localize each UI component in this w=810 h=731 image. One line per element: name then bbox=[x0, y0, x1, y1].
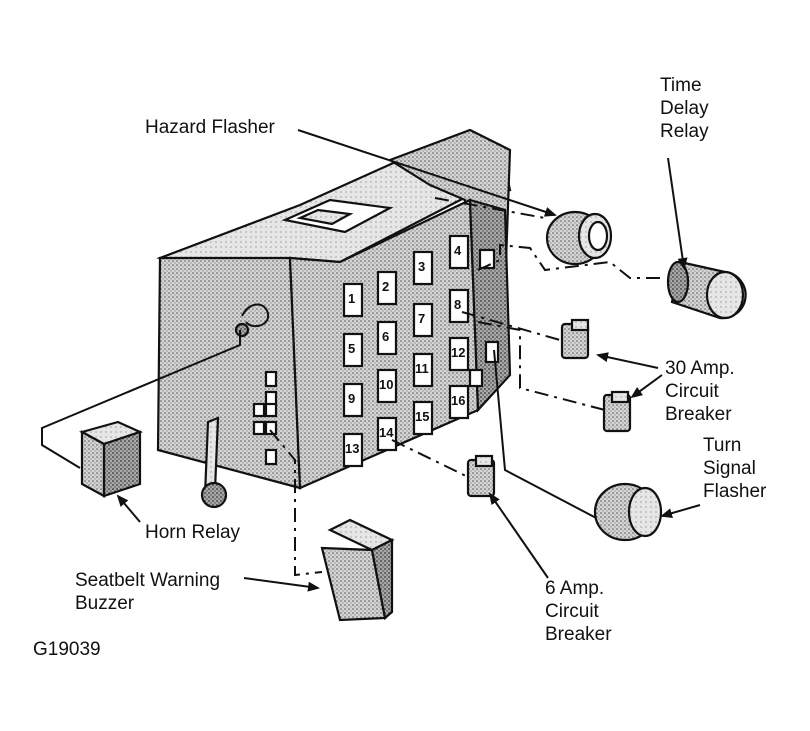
label-30-amp-3: Breaker bbox=[665, 404, 732, 425]
fuse-slot-1[interactable] bbox=[342, 282, 364, 318]
label-6-amp-1: 6 Amp. bbox=[545, 578, 604, 599]
30-amp-breaker-part-lower bbox=[602, 390, 632, 433]
fuse-slot-7[interactable] bbox=[412, 302, 434, 338]
fuse-number: 3 bbox=[418, 259, 425, 274]
fuse-number: 10 bbox=[379, 377, 393, 392]
turn-signal-flasher-part bbox=[593, 482, 663, 542]
fuse-slot-2[interactable] bbox=[376, 270, 398, 306]
arrow-30-amp-lower bbox=[630, 374, 663, 399]
fuse-slot-8[interactable] bbox=[448, 288, 470, 324]
fuse-number: 2 bbox=[382, 279, 389, 294]
label-turn-signal-2: Signal bbox=[703, 458, 756, 479]
label-time-delay-relay-2: Delay bbox=[660, 98, 709, 119]
label-30-amp-2: Circuit bbox=[665, 381, 720, 402]
arrow-seatbelt-buzzer bbox=[243, 577, 320, 592]
fuse-slot-12[interactable] bbox=[448, 336, 470, 372]
fuse-number: 16 bbox=[451, 393, 465, 408]
fuse-slot-4[interactable] bbox=[448, 234, 470, 270]
fuse-number: 6 bbox=[382, 329, 389, 344]
fuse-slot-13[interactable] bbox=[342, 432, 364, 468]
fuse-number: 14 bbox=[379, 425, 394, 440]
arrow-hazard-flasher bbox=[297, 129, 557, 217]
label-time-delay-relay-1: Time bbox=[660, 75, 702, 96]
hazard-flasher-part bbox=[545, 210, 613, 266]
arrow-30-amp-upper bbox=[596, 352, 659, 369]
labels: Hazard Flasher Time Delay Relay 30 Amp. … bbox=[33, 75, 767, 660]
arrow-6-amp bbox=[488, 492, 549, 579]
time-delay-relay-part bbox=[666, 260, 747, 320]
6-amp-breaker-part bbox=[466, 454, 496, 498]
arrow-time-delay-relay bbox=[667, 157, 688, 270]
fuse-slot-15[interactable] bbox=[412, 400, 434, 436]
leader-arrows bbox=[116, 129, 701, 592]
fuse-number: 13 bbox=[345, 441, 359, 456]
label-hazard-flasher: Hazard Flasher bbox=[145, 117, 276, 138]
wiring bbox=[41, 197, 660, 577]
fuse-number: 5 bbox=[348, 341, 355, 356]
label-6-amp-2: Circuit bbox=[545, 601, 600, 622]
fuse-number: 11 bbox=[415, 361, 429, 376]
arrow-turn-signal bbox=[660, 504, 701, 519]
label-30-amp-1: 30 Amp. bbox=[665, 358, 735, 379]
fuse-slot-16[interactable] bbox=[448, 384, 470, 420]
fuse-number: 15 bbox=[415, 409, 429, 424]
figure-id: G19039 bbox=[33, 639, 101, 660]
label-turn-signal-1: Turn bbox=[703, 435, 741, 456]
fuse-slot-5[interactable] bbox=[342, 332, 364, 368]
fuse-slot-9[interactable] bbox=[342, 382, 364, 418]
fuse-number: 1 bbox=[348, 291, 355, 306]
label-turn-signal-3: Flasher bbox=[703, 481, 767, 502]
fuse-number: 4 bbox=[454, 243, 462, 258]
fuse-number: 12 bbox=[451, 345, 465, 360]
fuse-slot-14[interactable] bbox=[376, 416, 398, 452]
horn-relay-part bbox=[79, 420, 144, 498]
arrow-horn-relay bbox=[116, 494, 141, 523]
fuse-number: 9 bbox=[348, 391, 355, 406]
30-amp-breaker-part-upper bbox=[560, 318, 590, 360]
fuse-slot-6[interactable] bbox=[376, 320, 398, 356]
fuse-slot-10[interactable] bbox=[376, 368, 398, 404]
label-horn-relay: Horn Relay bbox=[145, 522, 241, 543]
fuse-number: 7 bbox=[418, 311, 425, 326]
label-seatbelt-buzzer-2: Buzzer bbox=[75, 593, 135, 614]
label-6-amp-3: Breaker bbox=[545, 624, 612, 645]
seatbelt-buzzer-part bbox=[320, 518, 395, 622]
fuse-number: 8 bbox=[454, 297, 461, 312]
fuse-slots: 1 2 3 4 5 6 7 8 9 10 11 12 13 14 15 16 bbox=[342, 234, 470, 468]
label-seatbelt-buzzer-1: Seatbelt Warning bbox=[75, 570, 220, 591]
fuse-slot-11[interactable] bbox=[412, 352, 434, 388]
fuse-slot-3[interactable] bbox=[412, 250, 434, 286]
label-time-delay-relay-3: Relay bbox=[660, 121, 709, 142]
